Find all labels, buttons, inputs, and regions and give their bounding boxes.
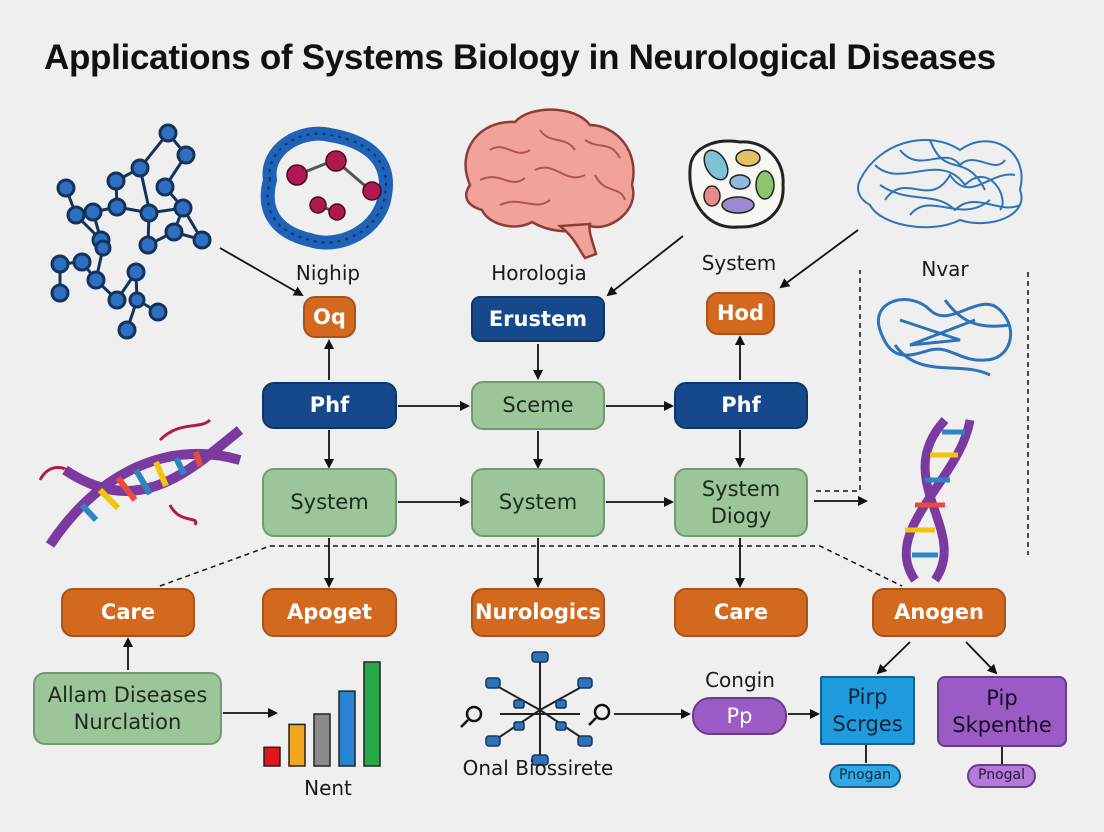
dna-helix-icon: [901, 416, 975, 583]
node-system-diogy: System Diogy: [674, 468, 808, 537]
brain-icon: [464, 108, 635, 260]
bar-chart-bar: [338, 690, 356, 767]
arrow-molecule-to-oq: [219, 247, 304, 296]
node-nurologics: Nurologics: [471, 588, 605, 637]
arrow-anogen-to-pip: [965, 641, 998, 675]
protein-ring-icon: [260, 126, 393, 250]
label-nvar: Nvar: [921, 257, 969, 281]
bar-chart-bar: [263, 746, 281, 767]
dashed-system-diogy-up: [816, 270, 861, 492]
node-pp: Pp: [692, 697, 787, 735]
node-phf-right: Phf: [674, 382, 808, 429]
label-nighip: Nighip: [295, 261, 361, 285]
bar-chart-bar: [288, 723, 306, 767]
node-oq: Oq: [303, 296, 356, 338]
molecule-network-icon: [50, 123, 212, 340]
cell-icon: [688, 139, 785, 229]
bar-chart-bar: [363, 661, 381, 767]
node-system-left: System: [262, 468, 397, 537]
node-care-left: Care: [61, 588, 195, 637]
arrow-anogen-to-pirp: [876, 641, 911, 675]
node-hod: Hod: [706, 292, 775, 335]
label-nent: Nent: [304, 776, 352, 800]
bar-chart-bar: [313, 713, 331, 767]
label-horologia: Horologia: [491, 261, 587, 285]
node-pnogal: Pnogal: [967, 764, 1036, 788]
protein-tangle-icon: [857, 139, 1023, 229]
node-pip-skpenthe: Pip Skpenthe: [937, 676, 1067, 747]
bar-chart-icon: [263, 661, 381, 767]
node-phf-left: Phf: [262, 382, 397, 429]
label-congin: Congin: [705, 668, 775, 692]
node-care-right: Care: [674, 588, 808, 637]
dashed-care-to-anogen: [159, 545, 903, 587]
node-pirp-scrges: Pirp Scrges: [820, 676, 915, 745]
label-system: System: [701, 251, 777, 275]
dna-helix-icon: [38, 418, 244, 548]
node-anogen: Anogen: [872, 588, 1006, 637]
node-sceme: Sceme: [471, 381, 605, 430]
node-erustem: Erustem: [471, 296, 605, 342]
node-apoget: Apoget: [262, 588, 397, 637]
node-system-mid: System: [471, 468, 605, 537]
diagram-title: Applications of Systems Biology in Neuro…: [44, 38, 996, 77]
node-pnogan: Pnogan: [829, 764, 901, 788]
antibody-cluster-icon: [460, 651, 611, 766]
arrow-tangle-to-hod: [779, 229, 859, 289]
protein-ribbon-icon: [876, 298, 1013, 377]
label-onal-biossirete: Onal Biossirete: [462, 756, 614, 780]
node-allam-diseases: Allam Diseases Nurclation: [33, 672, 222, 745]
arrow-cell-to-erustem: [606, 235, 684, 297]
